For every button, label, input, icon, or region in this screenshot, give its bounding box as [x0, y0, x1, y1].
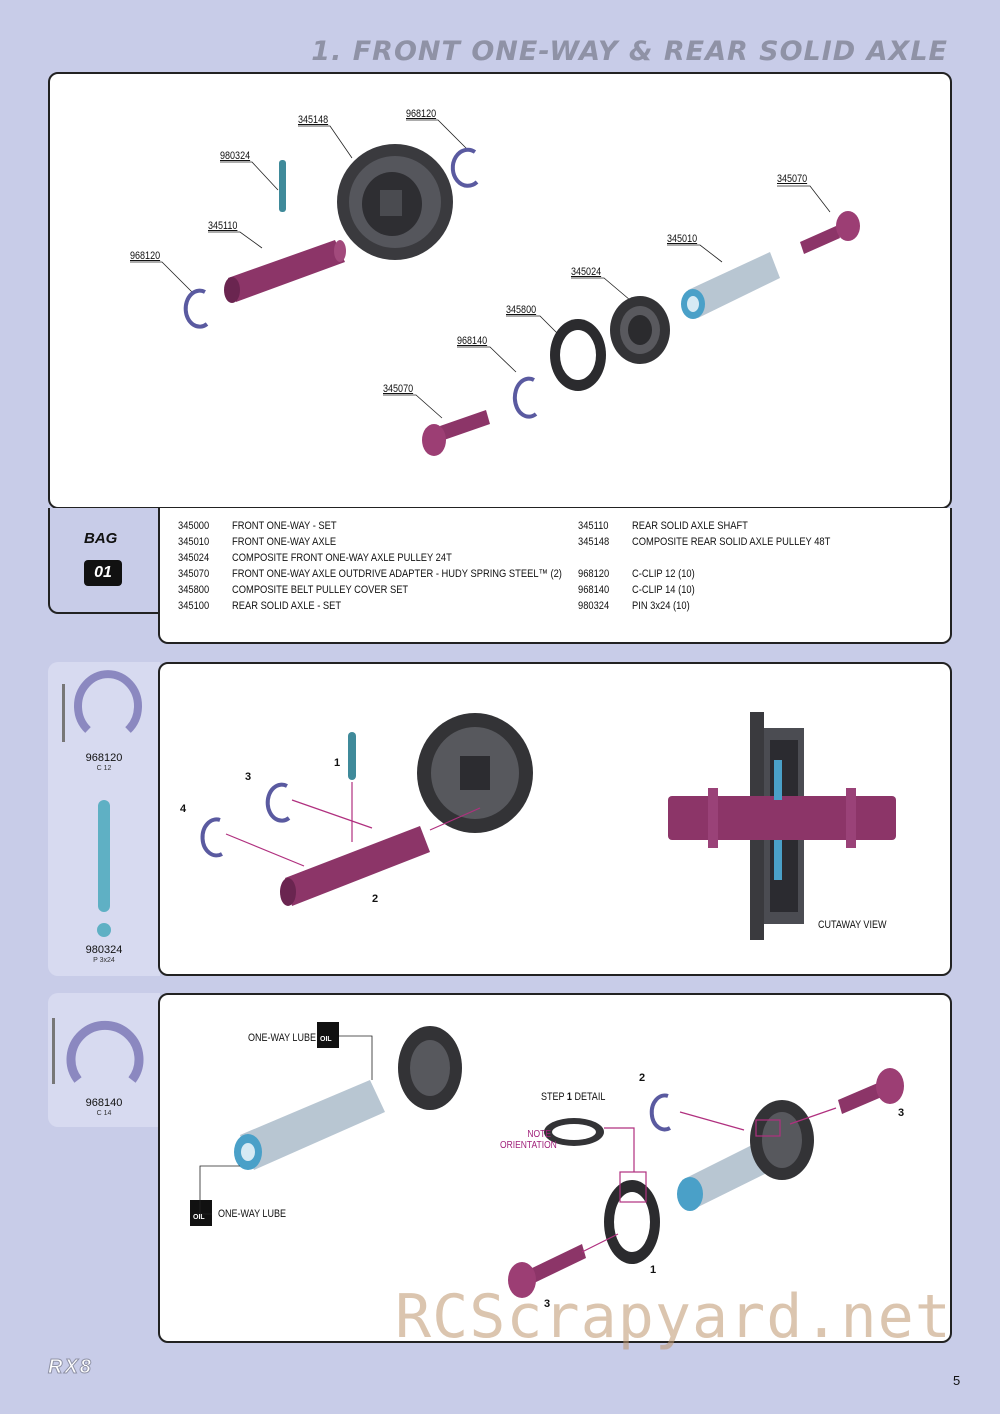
bag-label: BAG: [84, 530, 118, 547]
parts-row: 345010: [178, 536, 210, 548]
outdrive-adapter-right: [800, 211, 860, 254]
parts-row: 968120: [578, 568, 610, 580]
label-345800: 345800: [506, 304, 537, 316]
bag-number: 01: [84, 560, 122, 586]
parts-row: COMPOSITE FRONT ONE-WAY AXLE PULLEY 24T: [232, 552, 452, 564]
step1-callout-2: 2: [372, 893, 379, 905]
side1-clip-code: 968120: [85, 752, 123, 764]
step2-panel: [158, 993, 952, 1343]
front-one-way-axle: [681, 252, 780, 319]
rear-solid-axle-shaft: [224, 240, 346, 303]
side1-pin-code: 980324: [85, 944, 123, 956]
parts-row: COMPOSITE REAR SOLID AXLE PULLEY 48T: [632, 536, 831, 548]
oil-icon-bottom: OIL: [193, 1214, 205, 1221]
pulley-24t: [610, 296, 670, 364]
label-980324: 980324: [220, 150, 251, 162]
step2-callout-3a: 3: [898, 1107, 905, 1119]
parts-row: COMPOSITE BELT PULLEY COVER SET: [232, 584, 409, 596]
label-968120-left: 968120: [130, 250, 161, 262]
lube-label-bottom: ONE-WAY LUBE: [218, 1208, 287, 1220]
side2-clip-code: 968140: [85, 1097, 123, 1109]
side2-clip-size: C 14: [96, 1110, 112, 1117]
parts-row: FRONT ONE-WAY - SET: [232, 520, 337, 532]
c-clip-968120-top: [450, 147, 479, 188]
parts-row: 345800: [178, 584, 210, 596]
parts-row: 345100: [178, 600, 210, 612]
step1-callout-3: 3: [245, 771, 252, 783]
pulley-48t: [337, 144, 453, 260]
parts-row: REAR SOLID AXLE - SET: [232, 600, 342, 612]
step2-callout-3b: 3: [544, 1298, 551, 1310]
parts-row: FRONT ONE-WAY AXLE OUTDRIVE ADAPTER - HU…: [232, 568, 562, 580]
parts-row: 345024: [178, 552, 210, 564]
parts-row: C-CLIP 12 (10): [632, 568, 695, 580]
oil-icon-top: OIL: [320, 1036, 332, 1043]
page-title: 1. FRONT ONE-WAY & REAR SOLID AXLE: [311, 36, 948, 67]
step-detail-label: STEP 1 DETAIL: [541, 1091, 606, 1103]
step1-callout-1: 1: [334, 757, 341, 769]
belt-pulley-cover: [550, 319, 606, 391]
label-968140: 968140: [457, 335, 488, 347]
label-345070-bottom: 345070: [383, 383, 414, 395]
watermark: RCScrapyard.net: [395, 1282, 952, 1352]
lube-label-top: ONE-WAY LUBE: [248, 1032, 317, 1044]
parts-row: 980324: [578, 600, 610, 612]
parts-row: 345110: [578, 520, 609, 532]
outdrive-adapter-bottom: [422, 410, 490, 456]
footer-logo: RX8: [48, 1356, 93, 1379]
step2-callout-1: 1: [650, 1264, 657, 1276]
parts-row: 345000: [178, 520, 210, 532]
label-345010: 345010: [667, 233, 698, 245]
page-number: 5: [953, 1373, 961, 1388]
side1-pin-size: P 3x24: [93, 957, 115, 964]
parts-row: REAR SOLID AXLE SHAFT: [632, 520, 748, 532]
parts-list: 345000 FRONT ONE-WAY - SET 345010 FRONT …: [158, 508, 952, 644]
cutaway-view: [668, 712, 896, 940]
pin-980324: [279, 160, 286, 212]
parts-row: 968140: [578, 584, 610, 596]
label-345024: 345024: [571, 266, 602, 278]
cutaway-label: CUTAWAY VIEW: [818, 919, 887, 931]
parts-row: C-CLIP 14 (10): [632, 584, 695, 596]
parts-row: FRONT ONE-WAY AXLE: [232, 536, 337, 548]
label-345148: 345148: [298, 114, 329, 126]
parts-row: PIN 3x24 (10): [632, 600, 690, 612]
label-345110: 345110: [208, 220, 238, 232]
step1-callout-4: 4: [180, 803, 187, 815]
step2-callout-2: 2: [639, 1072, 646, 1084]
c-clip-968120-left: [183, 288, 209, 329]
c-clip-968140: [512, 376, 538, 419]
side1-clip-size: C 12: [96, 765, 112, 772]
label-345070-right: 345070: [777, 173, 808, 185]
label-968120-top: 968120: [406, 108, 437, 120]
parts-row: 345148: [578, 536, 610, 548]
parts-row: 345070: [178, 568, 210, 580]
